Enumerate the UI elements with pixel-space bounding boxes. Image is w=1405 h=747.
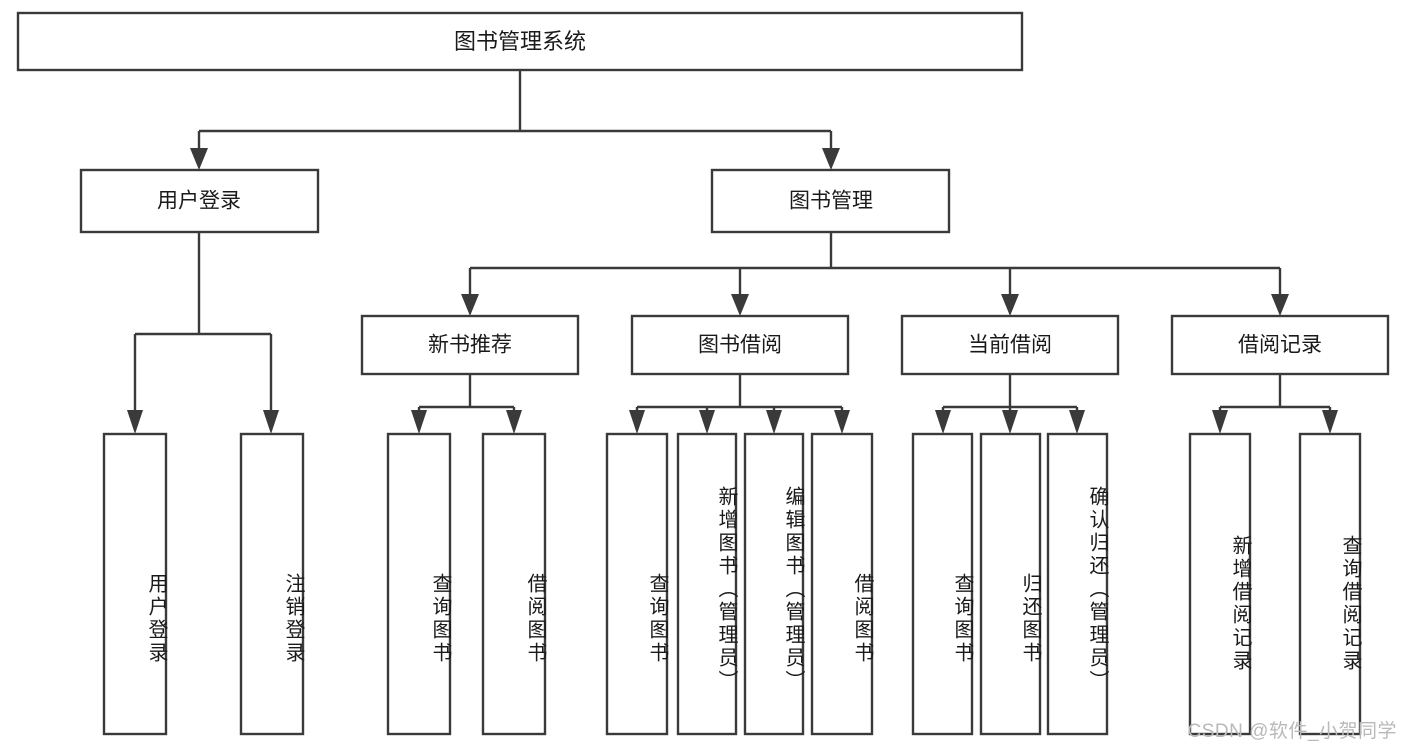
arrowhead-current-borrow bbox=[1001, 294, 1019, 316]
arrowhead-leaf-bb-3 bbox=[766, 410, 782, 434]
arrowhead-leaf-cb-3 bbox=[1069, 410, 1085, 434]
node-root-box[interactable] bbox=[16, 11, 1024, 72]
node-current-borrow[interactable]: 当前借阅 bbox=[900, 314, 1120, 376]
arrowhead-leaf-user-login-1 bbox=[127, 410, 143, 434]
leaf-box-current-borrow-1[interactable] bbox=[911, 432, 974, 736]
leaf-box-new-book-recommend-1[interactable] bbox=[386, 432, 452, 736]
node-book-management-box[interactable] bbox=[710, 168, 951, 234]
arrowhead-borrow-record bbox=[1271, 294, 1289, 316]
arrowhead-leaf-br-1 bbox=[1212, 410, 1228, 434]
leaf-box-book-borrow-4[interactable] bbox=[810, 432, 874, 736]
leaf-box-user-login-1[interactable] bbox=[102, 432, 168, 736]
connector-group-book-borrow bbox=[629, 374, 850, 434]
connector-group-current-borrow bbox=[935, 374, 1085, 434]
arrowhead-leaf-bb-2 bbox=[699, 410, 715, 434]
node-book-borrow-box[interactable] bbox=[630, 314, 850, 376]
node-root[interactable]: 图书管理系统 bbox=[16, 11, 1024, 72]
node-book-management-label: 图书管理 bbox=[789, 190, 873, 213]
leaf-box-current-borrow-3[interactable] bbox=[1046, 432, 1109, 736]
leaf-box-book-borrow-3[interactable] bbox=[743, 432, 805, 736]
node-book-borrow-label: 图书借阅 bbox=[698, 334, 782, 357]
arrowhead-book-borrow bbox=[731, 294, 749, 316]
arrowhead-leaf-nbr-2 bbox=[506, 410, 522, 434]
node-user-login-box[interactable] bbox=[79, 168, 320, 234]
node-book-management[interactable]: 图书管理 bbox=[710, 168, 951, 234]
connector-group-user-login bbox=[127, 232, 279, 434]
node-borrow-record-label: 借阅记录 bbox=[1238, 334, 1322, 357]
node-user-login-label: 用户登录 bbox=[157, 190, 241, 213]
arrowhead-book-mgmt bbox=[822, 148, 840, 170]
connector-group-root bbox=[190, 70, 840, 170]
leaf-box-user-login-2[interactable] bbox=[239, 432, 305, 736]
arrowhead-new-book-recommend bbox=[461, 294, 479, 316]
node-current-borrow-box[interactable] bbox=[900, 314, 1120, 376]
leaf-box-current-borrow-2[interactable] bbox=[979, 432, 1042, 736]
arrowhead-user-login bbox=[190, 148, 208, 170]
node-new-book-recommend[interactable]: 新书推荐 bbox=[360, 314, 580, 376]
arrowhead-leaf-bb-4 bbox=[834, 410, 850, 434]
arrowhead-leaf-bb-1 bbox=[629, 410, 645, 434]
node-root-label: 图书管理系统 bbox=[454, 29, 586, 54]
connector-group-book-mgmt bbox=[461, 232, 1289, 316]
leaf-box-borrow-record-2[interactable] bbox=[1298, 432, 1362, 736]
connector-group-new-book-recommend bbox=[411, 374, 522, 434]
node-current-borrow-label: 当前借阅 bbox=[968, 334, 1052, 357]
arrowhead-leaf-user-login-2 bbox=[263, 410, 279, 434]
leaf-box-borrow-record-1[interactable] bbox=[1188, 432, 1252, 736]
leaf-box-book-borrow-1[interactable] bbox=[605, 432, 669, 736]
node-user-login[interactable]: 用户登录 bbox=[79, 168, 320, 234]
connector-group-borrow-record bbox=[1212, 374, 1338, 434]
arrowhead-leaf-cb-1 bbox=[935, 410, 951, 434]
leaf-box-new-book-recommend-2[interactable] bbox=[481, 432, 547, 736]
node-borrow-record-box[interactable] bbox=[1170, 314, 1390, 376]
node-new-book-recommend-box[interactable] bbox=[360, 314, 580, 376]
node-new-book-recommend-label: 新书推荐 bbox=[428, 334, 512, 357]
node-book-borrow[interactable]: 图书借阅 bbox=[630, 314, 850, 376]
csdn-watermark: CSDN @软件_小贺同学 bbox=[1187, 721, 1397, 742]
arrowhead-leaf-cb-2 bbox=[1002, 410, 1018, 434]
leaf-box-book-borrow-2[interactable] bbox=[676, 432, 738, 736]
arrowhead-leaf-nbr-1 bbox=[411, 410, 427, 434]
arrowhead-leaf-br-2 bbox=[1322, 410, 1338, 434]
node-borrow-record[interactable]: 借阅记录 bbox=[1170, 314, 1390, 376]
